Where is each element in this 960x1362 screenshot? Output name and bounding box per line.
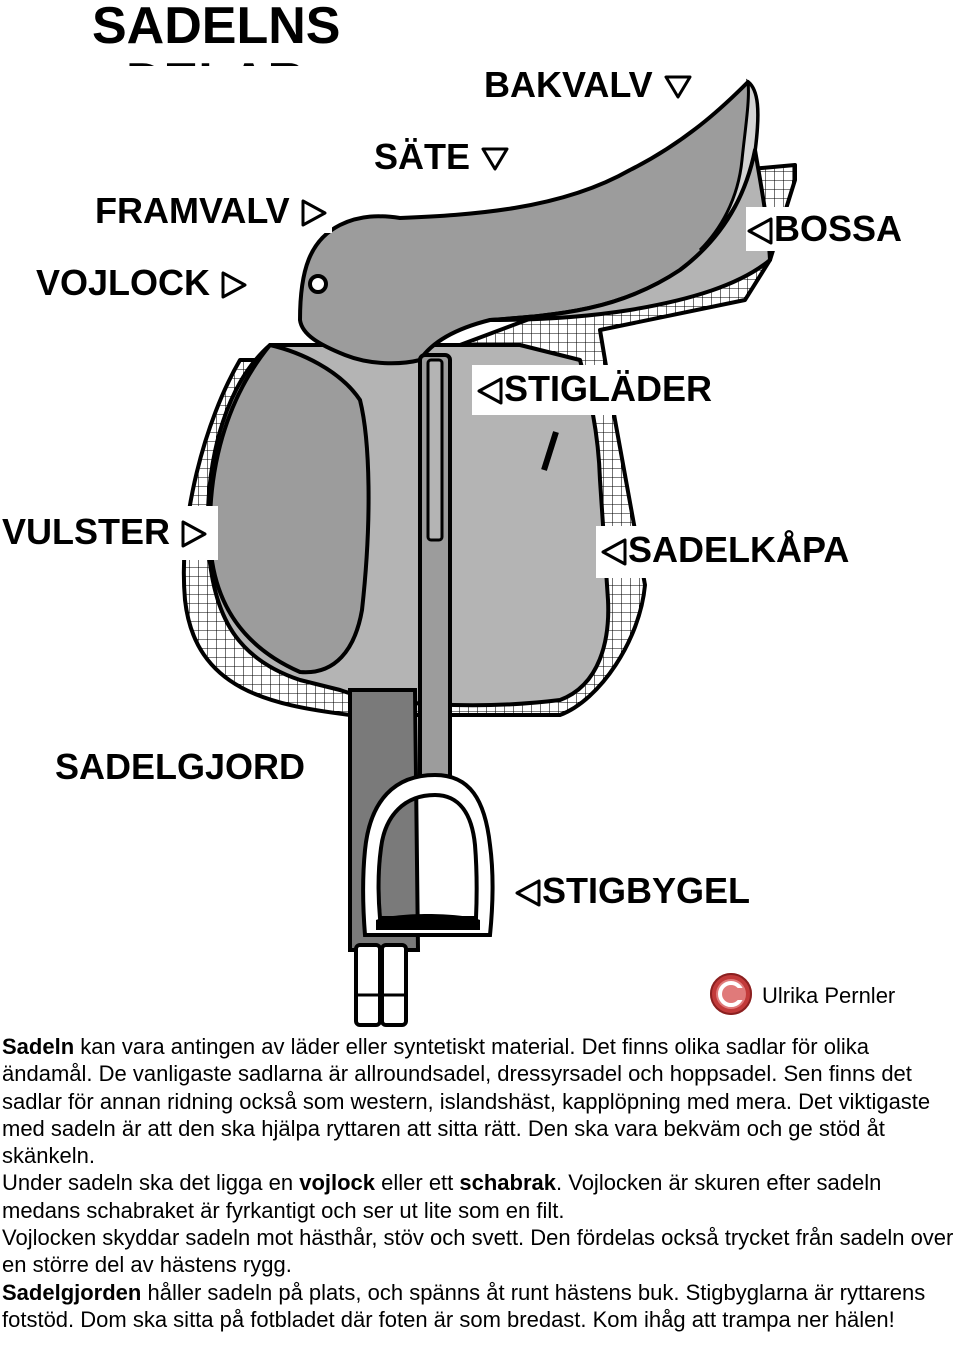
triangle-down-icon [663,74,693,100]
label-vojlock: VOJLOCK [36,261,253,305]
author-name: Ulrika Pernler [762,983,896,1008]
front-dee-ring [308,274,328,294]
label-bakvalv: BAKVALV [484,63,701,107]
triangle-left-icon [476,376,504,406]
girth-buckle-right [380,943,408,1027]
label-sadelgjord: SADELGJORD [55,745,306,789]
stirrup-iron [361,772,495,937]
girth-buckle-left [354,943,382,1027]
page-title-line2: DELAR [126,52,305,66]
label-vulster: VULSTER [0,506,219,560]
saddle-panel [488,148,772,322]
author-credit: Ulrika Pernler [708,972,895,1020]
label-framvalv: FRAMVALV [95,189,332,233]
label-stiglader: STIGLÄDER [472,365,719,415]
cantle-edge [698,78,760,252]
paragraph-3: Vojlocken skyddar sadeln mot hästhår, st… [2,1224,960,1279]
bold-term: vojlock [299,1170,376,1196]
label-sate: SÄTE [374,135,519,179]
text-run: eller ett [375,1170,460,1196]
page-title: SADELNS [92,0,341,55]
label-bossa: BOSSA [746,207,907,251]
stirrup-tread [376,914,480,930]
description-text: Sadeln kan vara antingen av läder eller … [2,1033,960,1333]
triangle-left-icon [600,537,628,567]
triangle-right-icon [220,270,248,300]
triangle-right-icon [300,198,328,228]
text-run: Vojlocken skyddar sadeln mot hästhår, st… [2,1225,954,1278]
paragraph-2: Under sadeln ska det ligga en vojlock el… [2,1169,960,1224]
paragraph-1: Sadeln kan vara antingen av läder eller … [2,1033,960,1169]
bold-term: Sadelgjorden [2,1279,142,1305]
bold-term: Sadeln [2,1034,75,1059]
text-run: kan vara antingen av läder eller synteti… [2,1034,931,1169]
paragraph-4: Sadelgjorden håller sadeln på plats, och… [2,1279,960,1334]
text-run: Under sadeln ska det ligga en [2,1170,300,1196]
bold-term: schabrak [459,1170,557,1196]
triangle-left-icon [746,216,774,246]
triangle-left-icon [514,878,542,908]
label-sadelkapa: SADELKÅPA [596,526,856,578]
triangle-down-icon [480,146,510,172]
leader-line [541,431,559,471]
text-run: håller sadeln på plats, och spänns åt ru… [2,1279,926,1332]
label-stigbygel: STIGBYGEL [514,869,757,913]
knee-roll [207,343,371,675]
triangle-right-icon [180,519,208,549]
text-run: . Vojlocken är skuren efter sadeln medan… [2,1170,882,1223]
copyright-icon [708,971,754,1022]
